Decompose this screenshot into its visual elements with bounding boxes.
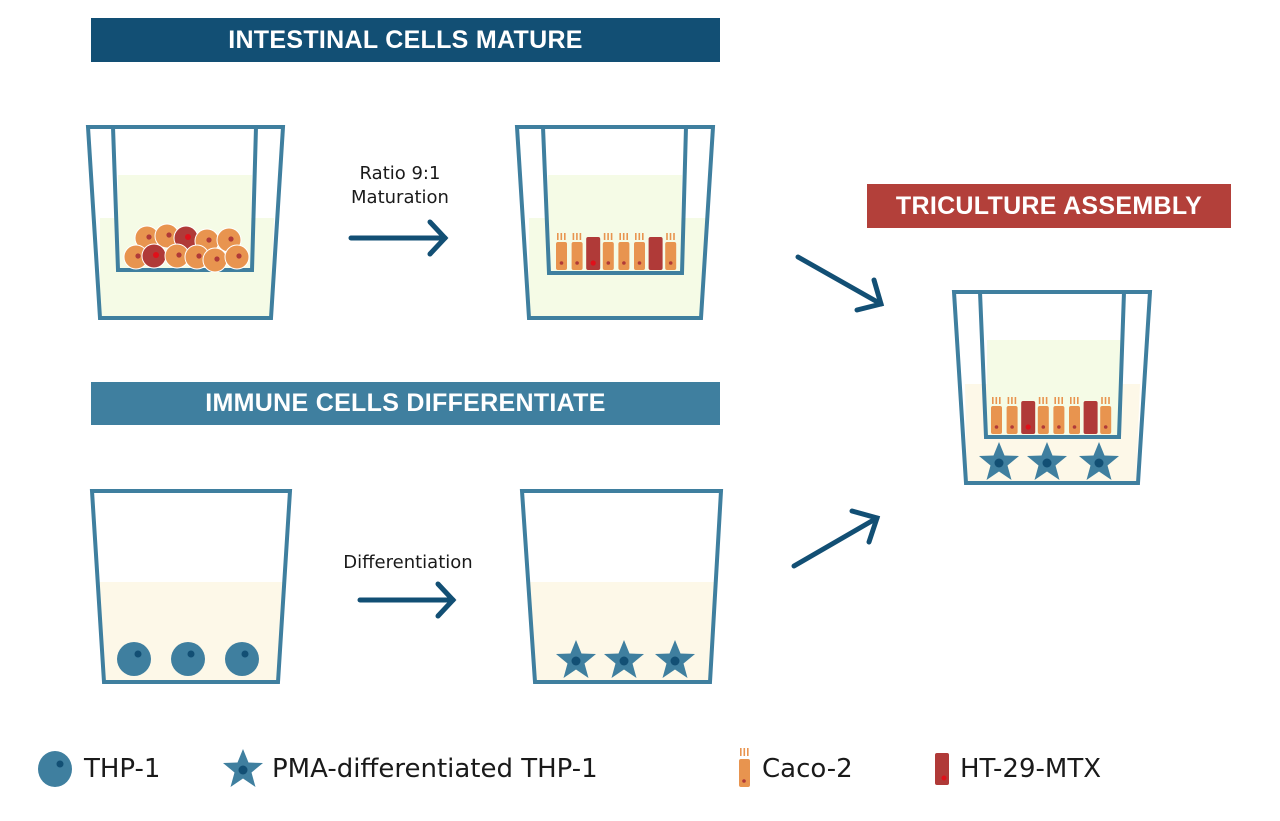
- seeded-cell-cluster: [123, 223, 250, 273]
- caco2-cell-icon: [634, 233, 645, 270]
- thp1-cell-icon: [117, 642, 151, 676]
- ht29-cell-icon: [1021, 401, 1036, 434]
- banner-intestinal-cells-mature: INTESTINAL CELLS MATURE: [91, 18, 720, 62]
- caco2-round-cell-icon: [202, 247, 228, 273]
- caco2-cell-icon: [1053, 397, 1065, 434]
- insert-outline: [111, 126, 258, 272]
- differentiation-step-label: Differentiation: [343, 552, 473, 573]
- legend-ht29-label: HT-29-MTX: [960, 754, 1102, 784]
- intestinal-monolayer: [991, 397, 1112, 434]
- well-seeding-insert: [85, 125, 286, 320]
- caco2-cell-icon: [571, 233, 583, 270]
- well-outline: [519, 489, 724, 684]
- banner-triculture-assembly: TRICULTURE ASSEMBLY: [867, 184, 1231, 228]
- well-triculture: [951, 290, 1153, 485]
- arrow-maturation-icon: [348, 219, 449, 257]
- well-outline: [951, 290, 1153, 485]
- ht29-cell-icon: [586, 237, 601, 270]
- arrow-differentiation-icon: [357, 581, 457, 619]
- legend-caco2-label: Caco-2: [762, 754, 853, 784]
- caco2-cell-icon: [1006, 397, 1018, 434]
- caco2-cell-icon: [991, 397, 1002, 434]
- legend-star-cell-icon: [223, 749, 263, 787]
- maturation-step-label: Ratio 9:1 Maturation: [320, 162, 480, 210]
- arrow-to-triculture-top-icon: [795, 254, 885, 313]
- caco2-cell-icon: [665, 233, 677, 270]
- ratio-label: Ratio 9:1: [359, 163, 441, 184]
- insert-outline: [978, 291, 1126, 439]
- insert-outline: [541, 126, 688, 275]
- legend-thp1-label: THP-1: [84, 754, 161, 784]
- caco2-round-cell-icon: [224, 244, 250, 270]
- caco2-cell-icon: [1037, 397, 1049, 434]
- maturation-label: Maturation: [351, 187, 449, 208]
- caco2-cell-icon: [1069, 397, 1080, 434]
- well-outline: [89, 489, 293, 684]
- legend-caco2-icon: [739, 748, 750, 787]
- caco2-cell-icon: [556, 233, 567, 270]
- well-differentiated: [519, 489, 724, 684]
- legend-thp1-icon: [38, 751, 72, 787]
- well-thp1: [89, 489, 293, 684]
- well-outline: [85, 125, 286, 320]
- well-outline: [514, 125, 716, 320]
- caco2-cell-icon: [602, 233, 614, 270]
- intestinal-monolayer: [556, 233, 677, 270]
- caco2-cell-icon: [1100, 397, 1112, 434]
- banner-immune-cells-differentiate: IMMUNE CELLS DIFFERENTIATE: [91, 382, 720, 425]
- caco2-cell-icon: [618, 233, 630, 270]
- well-mature-insert: [514, 125, 716, 320]
- ht29-cell-icon: [1083, 401, 1098, 434]
- caco2-round-cell-icon: [154, 223, 180, 249]
- legend-pma-thp1-label: PMA-differentiated THP-1: [272, 754, 598, 784]
- ht29-cell-icon: [648, 237, 663, 270]
- thp1-cell-icon: [225, 642, 259, 676]
- ht29-round-cell-icon: [141, 243, 167, 269]
- thp1-cell-icon: [171, 642, 205, 676]
- arrow-to-triculture-bottom-icon: [791, 508, 881, 569]
- legend-ht29-icon: [935, 753, 949, 785]
